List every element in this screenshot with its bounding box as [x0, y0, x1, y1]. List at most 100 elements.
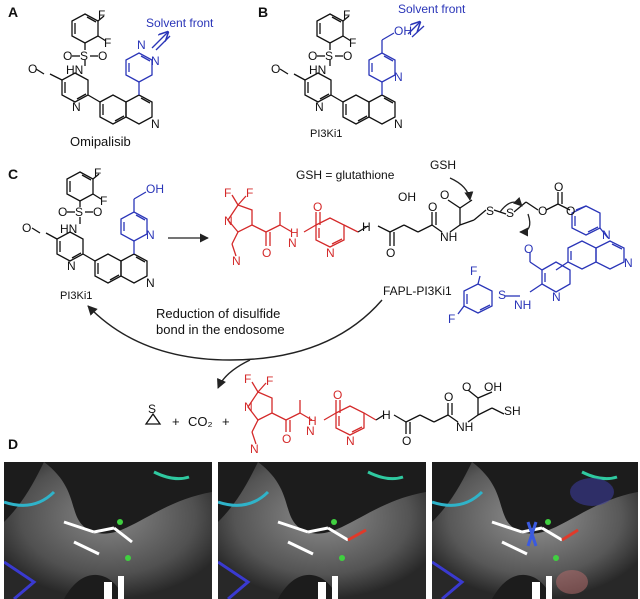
atom-s-c3: S	[506, 206, 515, 220]
atom-n-c1: N	[67, 259, 76, 273]
atom-oh-c2: OH	[398, 190, 416, 204]
atom-o-b2: O	[343, 49, 353, 63]
pi3ki1-structure-b	[279, 13, 396, 125]
reduction-text-1: Reduction of disulfide	[156, 306, 281, 321]
atom-o-a1: O	[63, 49, 73, 63]
atom-o-c12: O	[524, 242, 534, 256]
atom-n-p1: N	[244, 400, 253, 414]
linker-black	[357, 177, 571, 246]
co2-label: CO₂	[188, 414, 213, 429]
atom-o-a3: O	[28, 62, 38, 76]
reduction-text-2: bond in the endosome	[156, 322, 285, 337]
atom-f-c4: F	[246, 186, 254, 200]
pi3ki1-pyridine-c	[120, 191, 148, 254]
linker-byproduct	[375, 389, 505, 434]
atom-o-p5: O	[462, 380, 472, 394]
atom-n-a3: N	[137, 38, 146, 52]
atom-n-a4: N	[151, 54, 160, 68]
atom-f-a2: F	[104, 36, 112, 50]
atom-s-b: S	[325, 49, 334, 63]
atom-n-p2: N	[306, 424, 315, 438]
atom-nh-p: NH	[456, 420, 474, 434]
pi3ki1-structure-c	[31, 171, 148, 284]
fapl-pi3ki1-label: FAPL-PI3Ki1	[383, 284, 452, 298]
atom-n-c2: N	[146, 276, 155, 290]
atom-o-p4: O	[444, 390, 454, 404]
atom-o-p1: O	[282, 432, 292, 446]
atom-o-p3: O	[402, 434, 412, 448]
omipalisib-solvent-front: Solvent front	[146, 16, 214, 30]
atom-f-c1: F	[94, 166, 102, 180]
atom-f-c6: F	[448, 312, 456, 326]
atom-n-b3: N	[394, 70, 403, 84]
atom-o-c9: O	[538, 204, 548, 218]
atom-hn-a: HN	[66, 63, 84, 77]
atom-n-c8: N	[624, 256, 633, 270]
atom-hn-b: HN	[309, 63, 327, 77]
atom-nh-c1: H	[362, 220, 371, 234]
atom-n-c7: N	[602, 228, 611, 242]
atom-f-c5: F	[470, 264, 478, 278]
docking-render-1	[4, 462, 212, 599]
atom-o-b3: O	[271, 62, 281, 76]
pi3ki1-solvent-front: Solvent front	[398, 2, 466, 16]
atom-n-c6: N	[326, 246, 335, 260]
atom-o-c6: O	[386, 246, 396, 260]
atom-oh-b: OH	[394, 24, 412, 38]
atom-f-b1: F	[343, 8, 351, 22]
atom-o-c10: O	[554, 180, 564, 194]
atom-n-c4: N	[224, 214, 233, 228]
fap-ligand-byproduct	[247, 381, 377, 445]
plus-1: +	[172, 414, 180, 429]
atom-cn-p: N	[250, 442, 259, 456]
atom-s-c2: S	[486, 204, 495, 218]
pi3ki1-pyridine-b	[368, 22, 425, 95]
atom-n-a1: N	[72, 100, 81, 114]
docking-render-2	[218, 462, 426, 599]
atom-f-a1: F	[98, 8, 106, 22]
atom-s-thiirane: S	[148, 402, 157, 416]
return-arrow	[87, 299, 383, 361]
panel-label-d: D	[8, 436, 19, 452]
atom-o-c7: O	[428, 200, 438, 214]
atom-cn-c: N	[232, 254, 241, 268]
atom-n-b1: N	[315, 100, 324, 114]
atom-o-c11: O	[566, 204, 576, 218]
atom-oh-p: OH	[484, 380, 502, 394]
byproduct-arrow	[217, 359, 251, 389]
atom-f-b2: F	[349, 36, 357, 50]
atom-o-c4: O	[262, 246, 272, 260]
atom-o-b1: O	[308, 49, 318, 63]
payload-blue	[457, 205, 625, 315]
atom-o-p2: O	[333, 388, 343, 402]
atom-nh-c2: NH	[440, 230, 458, 244]
atom-hn-c: HN	[60, 222, 78, 236]
atom-n-c3: N	[146, 228, 155, 242]
atom-nh-c3: NH	[514, 298, 532, 312]
atom-f-p1: F	[244, 372, 252, 386]
pi3ki1-label-b: PI3Ki1	[310, 128, 343, 140]
atom-n-c9: N	[552, 290, 561, 304]
atom-f-c2: F	[100, 194, 108, 208]
atom-s-a: S	[80, 49, 89, 63]
fap-ligand-red	[227, 194, 359, 257]
omipalisib-label: Omipalisib	[70, 134, 131, 149]
panel-label-a: A	[8, 4, 19, 20]
atom-h-c: H	[290, 226, 299, 240]
atom-h-p1: H	[308, 414, 317, 428]
atom-o-c8: O	[440, 188, 450, 202]
atom-s-c: S	[75, 205, 84, 219]
atom-n-a2: N	[151, 117, 160, 131]
atom-sh-p: SH	[504, 404, 521, 418]
gsh-label: GSH	[430, 158, 457, 172]
atom-n-c5: N	[288, 236, 297, 250]
panel-label-b: B	[258, 4, 269, 20]
docking-render-3	[432, 462, 638, 599]
atom-n-p3: N	[346, 434, 355, 448]
omipalisib-pyridazine	[125, 32, 171, 95]
atom-h-p2: H	[382, 408, 391, 422]
atom-n-b2: N	[394, 117, 403, 131]
atom-o-c1: O	[58, 205, 68, 219]
atom-o-c5: O	[313, 200, 323, 214]
